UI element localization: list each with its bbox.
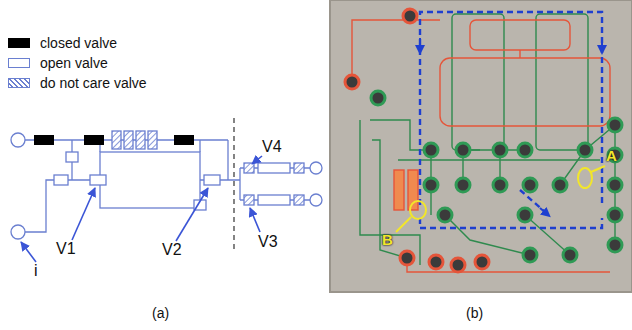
valve-label: V1 <box>56 240 76 258</box>
inlet-label: i <box>34 262 38 280</box>
legend-text: open valve <box>40 55 108 71</box>
legend-text: closed valve <box>40 35 117 51</box>
legend-swatch <box>8 78 30 88</box>
valve-label: V3 <box>258 233 278 251</box>
legend-swatch <box>8 38 30 48</box>
valve-label: V2 <box>162 241 182 259</box>
point-label: B <box>382 232 393 249</box>
subfigure-caption: (a) <box>152 306 169 321</box>
subfigure-caption: (b) <box>466 306 483 321</box>
legend-text: do not care valve <box>40 75 147 91</box>
valve-label: V4 <box>262 138 282 156</box>
point-label: A <box>606 148 617 165</box>
legend-swatch <box>8 58 30 68</box>
